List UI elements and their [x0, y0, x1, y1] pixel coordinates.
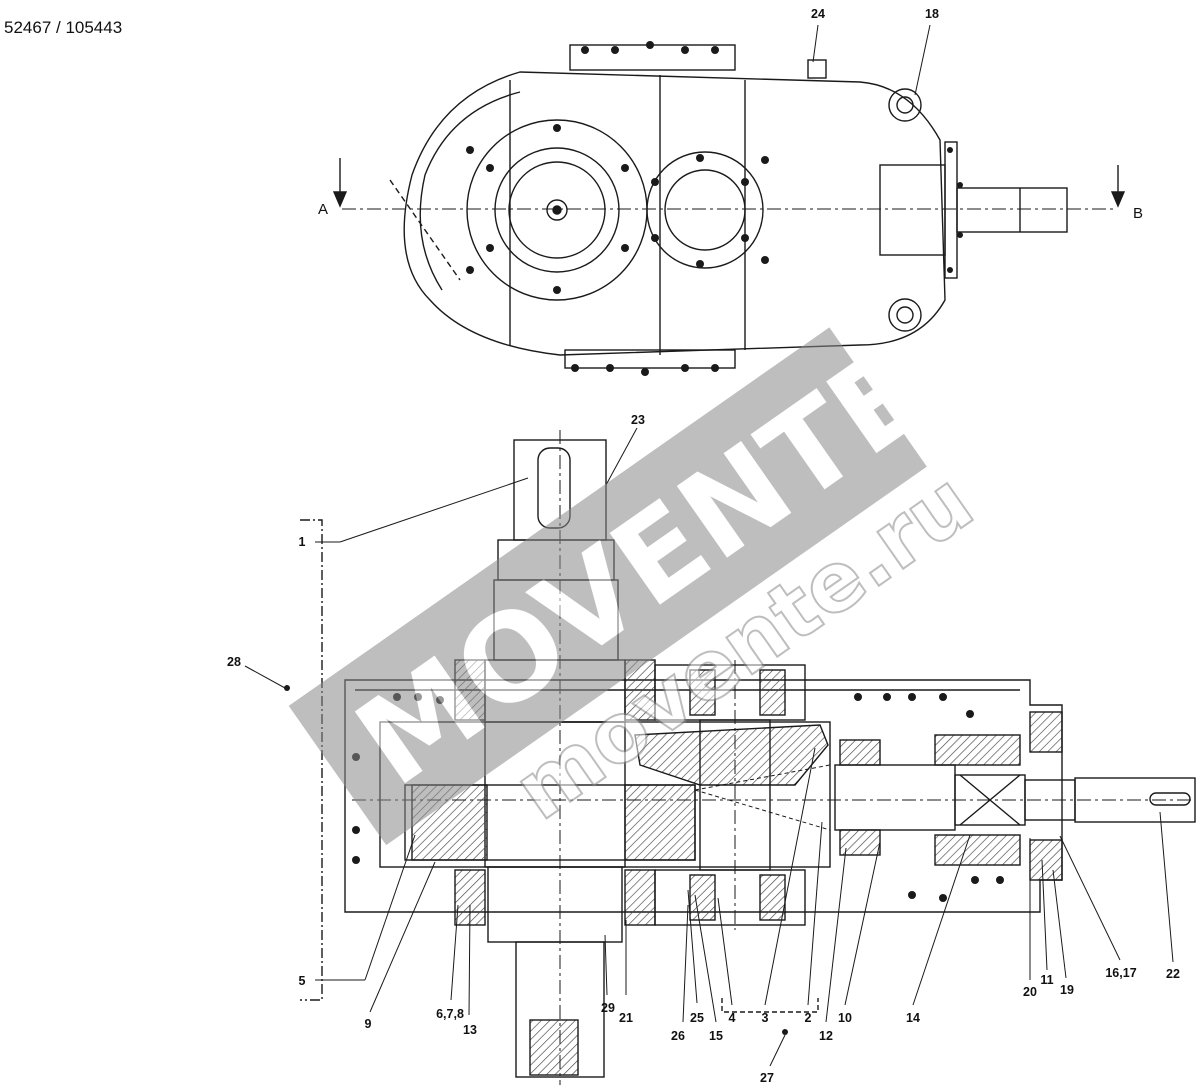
callout-3: 3: [762, 1011, 769, 1025]
document-id: 52467 / 105443: [4, 18, 123, 37]
callout-2: 2: [805, 1011, 812, 1025]
callout-24: 24: [811, 7, 825, 21]
top-view: [332, 41, 1126, 376]
callout-19: 19: [1060, 983, 1074, 997]
callout-5: 5: [299, 974, 306, 988]
callout-labels: 24 18 23 1 28 5 9 6,7,8 13 29 21 26 25 1…: [227, 7, 1180, 1085]
callout-11: 11: [1040, 973, 1053, 987]
callout-29: 29: [601, 1001, 615, 1015]
section-marker-a: A: [318, 201, 328, 218]
callout-1: 1: [299, 535, 306, 549]
callout-15: 15: [709, 1029, 723, 1043]
section-marker-b: B: [1133, 205, 1143, 222]
callout-13: 13: [463, 1023, 477, 1037]
callout-20: 20: [1023, 985, 1037, 999]
callout-22: 22: [1166, 967, 1180, 981]
callout-9: 9: [365, 1017, 372, 1031]
callout-10: 10: [838, 1011, 852, 1025]
callout-6-7-8: 6,7,8: [436, 1007, 464, 1021]
callout-28: 28: [227, 655, 241, 669]
callout-18: 18: [925, 7, 939, 21]
callout-4: 4: [729, 1011, 736, 1025]
callout-25: 25: [690, 1011, 704, 1025]
callout-27: 27: [760, 1071, 774, 1085]
leader-lines: [244, 24, 1174, 1067]
callout-26: 26: [671, 1029, 685, 1043]
callout-12: 12: [819, 1029, 833, 1043]
callout-23: 23: [631, 413, 645, 427]
callout-14: 14: [906, 1011, 920, 1025]
callout-21: 21: [619, 1011, 633, 1025]
callout-16-17: 16,17: [1105, 966, 1136, 980]
